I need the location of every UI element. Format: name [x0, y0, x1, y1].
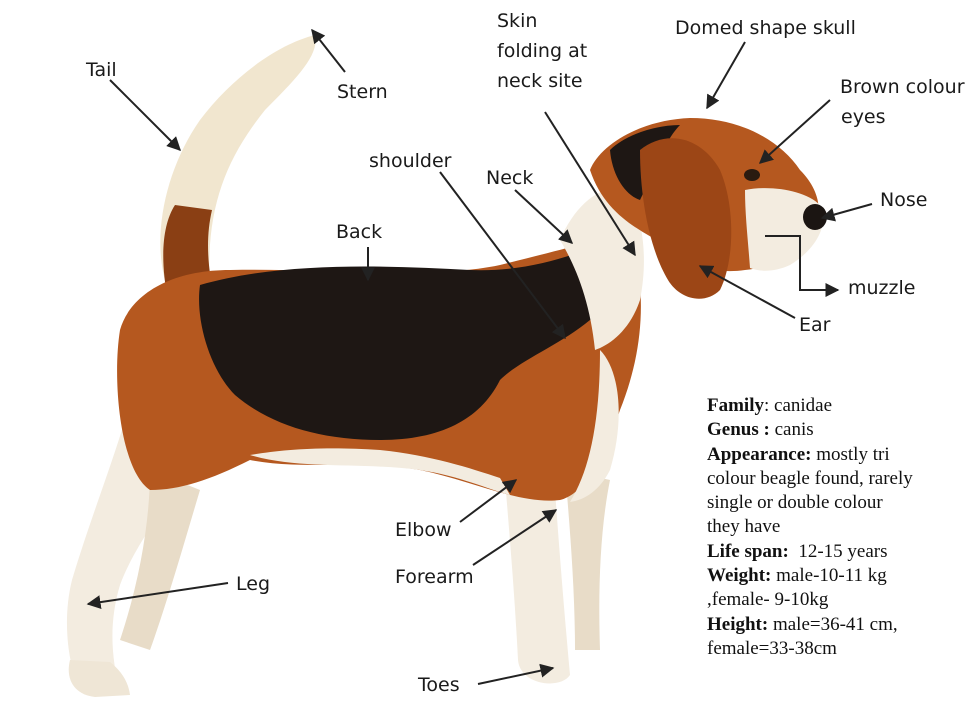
label-neck: Neck [486, 167, 533, 190]
info-appearance-line: single or double colour [707, 491, 977, 515]
skull-arrow [707, 42, 745, 108]
info-genus-key: Genus : [707, 419, 770, 440]
info-family: Family: canidae [707, 394, 977, 418]
label-skin-folding-line: Skin [497, 6, 587, 36]
info-lifespan-value: 12-15 years [789, 541, 888, 562]
label-skin-folding-line: folding at [497, 36, 587, 66]
label-muzzle: muzzle [848, 277, 915, 300]
label-shoulder: shoulder [369, 150, 451, 173]
info-family-value: : canidae [764, 395, 832, 416]
info-lifespan: Life span: 12-15 years [707, 540, 977, 564]
info-height-value: male=36-41 cm, [768, 614, 897, 635]
info-family-key: Family [707, 395, 764, 416]
info-appearance-value: mostly tri [811, 444, 889, 465]
label-brown-eyes-line: Brown colour [840, 72, 965, 102]
info-weight-value: male-10-11 kg [771, 565, 886, 586]
label-elbow: Elbow [395, 519, 452, 542]
head-shape [560, 118, 827, 350]
label-back: Back [336, 221, 382, 244]
label-domed-skull: Domed shape skull [675, 17, 856, 40]
label-tail: Tail [86, 59, 117, 82]
stern-arrow [312, 30, 345, 72]
info-appearance-line: colour beagle found, rarely [707, 467, 977, 491]
info-height-key: Height: [707, 614, 768, 635]
neck-arrow [515, 190, 572, 243]
body-shape [67, 230, 641, 697]
label-skin-folding-line: neck site [497, 66, 587, 96]
label-ear: Ear [799, 314, 830, 337]
info-height: Height: male=36-41 cm, [707, 613, 977, 637]
label-nose: Nose [880, 189, 927, 212]
eyes-arrow [760, 100, 830, 163]
info-appearance: Appearance: mostly tri [707, 443, 977, 467]
info-appearance-key: Appearance: [707, 444, 811, 465]
nose-arrow [822, 204, 872, 218]
info-weight: Weight: male-10-11 kg [707, 564, 977, 588]
info-genus-value: canis [770, 419, 814, 440]
label-toes: Toes [418, 674, 460, 697]
info-weight-key: Weight: [707, 565, 771, 586]
info-lifespan-key: Life span: [707, 541, 789, 562]
label-brown-eyes: Brown colour eyes [840, 72, 965, 132]
info-height-line: female=33-38cm [707, 637, 977, 661]
label-leg: Leg [236, 573, 270, 596]
label-stern: Stern [337, 81, 388, 104]
info-appearance-line: they have [707, 515, 977, 539]
label-skin-folding: Skin folding at neck site [497, 6, 587, 96]
tail-arrow [110, 80, 180, 150]
info-weight-line: ,female- 9-10kg [707, 588, 977, 612]
info-panel: Family: canidae Genus : canis Appearance… [707, 394, 977, 661]
label-brown-eyes-line: eyes [840, 102, 965, 132]
info-genus: Genus : canis [707, 418, 977, 442]
tail-shape [160, 35, 315, 300]
label-forearm: Forearm [395, 566, 474, 589]
